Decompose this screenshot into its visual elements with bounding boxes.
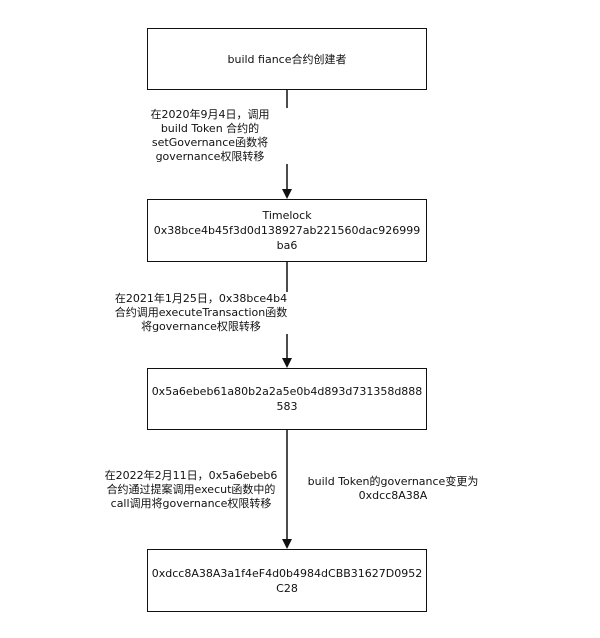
edge-label-3-line-3: call调用将governance权限转移: [110, 497, 272, 510]
node-timelock-line-3: ba6: [276, 239, 298, 252]
edge-label-2: 在2021年1月25日，0x38bce4b4 合约调用executeTransa…: [106, 292, 296, 334]
edge-label-1-line-2: build Token 合约的: [160, 122, 260, 135]
node-creator-line-1: build fiance合约创建者: [227, 52, 347, 66]
edge-label-3-line-2: 合约通过提案调用execut函数中的: [106, 483, 276, 496]
node-contract-5a6e-line-1: 0x5a6ebeb61a80b2a2a5e0b4d893d731358d888: [151, 385, 423, 398]
edge-label-2-line-3: 将governance权限转移: [141, 320, 261, 333]
node-creator: build fiance合约创建者: [147, 28, 427, 90]
node-contract-5a6e: 0x5a6ebeb61a80b2a2a5e0b4d893d731358d888 …: [147, 368, 427, 430]
note-line-2: 0xdcc8A38A: [358, 489, 428, 502]
edge-label-3: 在2022年2月11日，0x5a6ebeb6 合约通过提案调用execut函数中…: [96, 469, 286, 511]
edge-label-1-line-3: setGovernance函数将: [151, 136, 269, 149]
node-timelock-line-2: 0x38bce4b45f3d0d138927ab221560dac926999: [153, 224, 421, 237]
edge-label-1-line-1: 在2020年9月4日，调用: [150, 108, 270, 121]
node-timelock-line-1: Timelock: [262, 209, 312, 222]
edge-label-1-line-4: governance权限转移: [155, 150, 265, 163]
note-governance-change: build Token的governance变更为 0xdcc8A38A: [298, 475, 488, 503]
node-address-dcc8-line-2: C28: [276, 581, 298, 595]
note-line-1: build Token的governance变更为: [307, 475, 479, 488]
node-contract-5a6e-line-2: 583: [276, 400, 298, 413]
node-address-dcc8: 0xdcc8A38A3a1f4eF4d0b4984dCBB31627D0952 …: [147, 549, 427, 612]
edge-label-2-line-1: 在2021年1月25日，0x38bce4b4: [114, 292, 288, 305]
edge-label-2-line-2: 合约调用executeTransaction函数: [114, 306, 288, 319]
edge-label-3-line-1: 在2022年2月11日，0x5a6ebeb6: [104, 469, 278, 482]
node-address-dcc8-line-1: 0xdcc8A38A3a1f4eF4d0b4984dCBB31627D0952: [151, 566, 423, 580]
node-timelock: Timelock 0x38bce4b45f3d0d138927ab221560d…: [147, 199, 427, 262]
edge-label-1: 在2020年9月4日，调用 build Token 合约的 setGoverna…: [130, 108, 290, 164]
